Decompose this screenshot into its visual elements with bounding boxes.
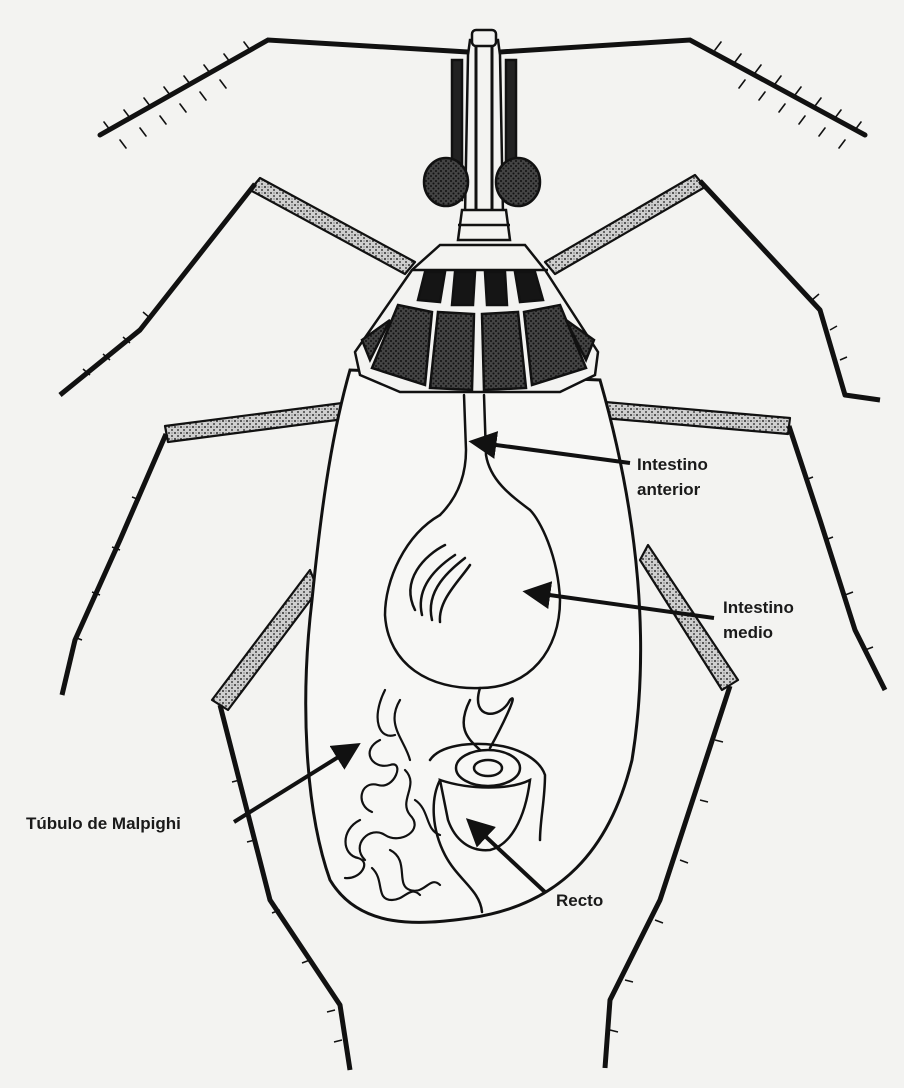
label-line: Intestino — [723, 595, 794, 620]
label-line: Intestino — [637, 452, 708, 477]
middle-right-leg — [603, 402, 790, 434]
right-antenna — [500, 40, 865, 135]
label-line: anterior — [637, 477, 708, 502]
left-antenna — [100, 40, 468, 135]
hind-left-leg — [212, 570, 318, 710]
front-left-leg — [250, 178, 415, 274]
label-tubulo-malpighi: Túbulo de Malpighi — [26, 811, 181, 836]
label-line: Recto — [556, 888, 603, 913]
left-eye — [424, 158, 468, 206]
middle-left-leg — [165, 402, 352, 442]
abdomen-outline — [306, 370, 641, 922]
label-line: medio — [723, 620, 794, 645]
right-eye — [496, 158, 540, 206]
label-intestino-medio: Intestino medio — [723, 595, 794, 645]
label-line: Túbulo de Malpighi — [26, 811, 181, 836]
front-right-leg — [545, 175, 705, 274]
head — [424, 30, 540, 240]
label-recto: Recto — [556, 888, 603, 913]
label-intestino-anterior: Intestino anterior — [637, 452, 708, 502]
